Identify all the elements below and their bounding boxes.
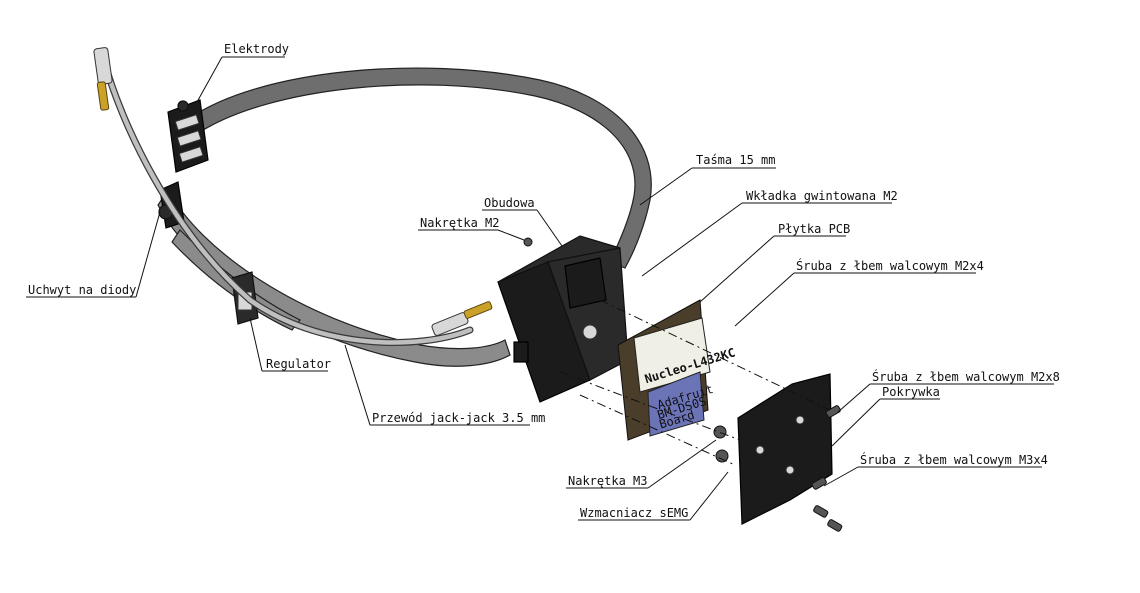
leader-przewod — [344, 344, 371, 426]
electrode-3 — [178, 146, 204, 163]
housing-screw-boss — [582, 324, 598, 340]
nucleo-board — [633, 317, 711, 393]
strap-top-band — [189, 67, 652, 269]
leader-wzmacniacz — [689, 471, 729, 521]
jack-plug-top-tip — [96, 81, 110, 111]
electrode-assembly — [167, 99, 209, 173]
cover-hole-3 — [785, 465, 795, 475]
label-wkladka: Wkładka gwintowana M2 — [746, 189, 898, 203]
explode-lines — [559, 299, 831, 466]
label-plytka-pcb: Płytka PCB — [778, 222, 850, 236]
leader-regulator — [249, 317, 263, 372]
nut-m3-1 — [713, 425, 727, 439]
label-regulator: Regulator — [266, 357, 331, 371]
housing — [497, 235, 629, 403]
leader-uchwyt — [135, 211, 161, 298]
leader-tasma — [639, 167, 693, 206]
electrode-2 — [176, 130, 202, 147]
screw-m2x8 — [825, 405, 841, 418]
label-tasma: Taśma 15 mm — [696, 153, 775, 167]
leader-nakretka-m3 — [647, 439, 717, 489]
leader-m3x4 — [823, 466, 859, 487]
jack-plug-top-body — [93, 47, 113, 85]
label-przewod: Przewód jack-jack 3.5 mm — [372, 411, 545, 425]
cover-plate — [737, 373, 833, 525]
electrode-1 — [174, 114, 200, 131]
housing-opening — [564, 257, 607, 309]
label-sruba-m3x4: Śruba z łbem walcowym M3x4 — [860, 452, 1048, 467]
leader-m2x4 — [734, 272, 795, 327]
label-nakretka-m2: Nakrętka M2 — [420, 216, 499, 230]
leader-wkladka — [641, 202, 743, 277]
jack-cable — [93, 47, 493, 346]
leader-m2x8 — [837, 383, 871, 413]
leader-obudowa — [536, 209, 563, 247]
leader-lines — [26, 56, 1054, 521]
leader-elektrody — [196, 56, 223, 103]
label-sruba-m2x8: Śruba z łbem walcowym M2x8 — [872, 369, 1060, 384]
label-wzmacniacz: Wzmacniacz sEMG — [580, 506, 688, 520]
explode-line-1 — [599, 299, 831, 411]
label-uchwyt: Uchwyt na diody — [28, 283, 136, 297]
pcb-stack: Nucleo-L432KC Adafruit BM-DS0S Board — [617, 299, 737, 441]
semg-amp-board — [647, 371, 705, 437]
leader-pcb — [699, 235, 775, 303]
labels: Elektrody Taśma 15 mm Obudowa Wkładka gw… — [28, 42, 1060, 520]
cover — [737, 373, 833, 525]
housing-port — [513, 341, 529, 363]
screw-m3x4-3 — [827, 519, 843, 532]
screw-m3x4-2 — [813, 505, 829, 518]
cover-hole-2 — [795, 415, 805, 425]
fasteners — [713, 405, 843, 532]
nut-m3-2 — [715, 449, 729, 463]
label-obudowa: Obudowa — [484, 196, 535, 210]
label-elektrody: Elektrody — [224, 42, 289, 56]
cover-hole-1 — [755, 445, 765, 455]
label-sruba-m2x4: Śruba z łbem walcowym M2x4 — [796, 258, 984, 273]
leader-nakretka-m2 — [497, 229, 525, 241]
cable-inner — [101, 57, 473, 345]
jack-plug-side-tip — [463, 301, 493, 319]
label-nakretka-m3: Nakrętka M3 — [568, 474, 647, 488]
label-pokrywka: Pokrywka — [882, 385, 940, 399]
leader-pokrywka — [831, 398, 881, 447]
screw-m3x4-1 — [811, 477, 827, 490]
explode-line-3 — [579, 394, 736, 466]
nut-m2 — [523, 237, 533, 247]
explode-line-2 — [559, 371, 741, 441]
electrode-snap — [177, 100, 189, 112]
